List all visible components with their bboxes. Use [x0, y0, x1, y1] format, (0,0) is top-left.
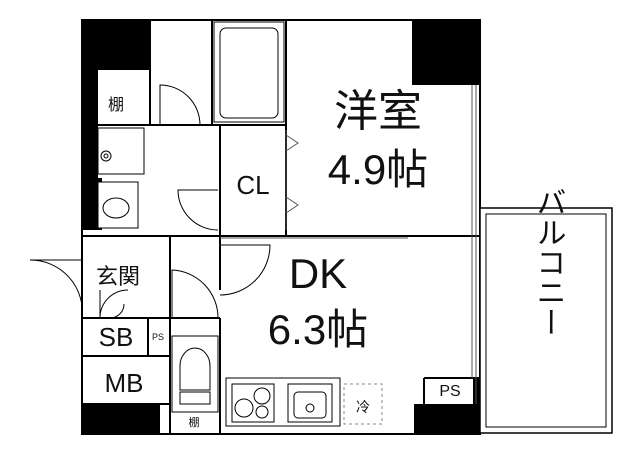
closet-fold-door-2 — [285, 196, 299, 214]
door-swings — [29, 84, 271, 319]
washer-drain-inner — [103, 153, 109, 159]
door-dk — [219, 244, 271, 296]
closet-label: CL — [236, 170, 269, 200]
wall-column-top-right — [412, 20, 480, 85]
wall-left-shower-area — [82, 178, 102, 230]
door-entrance-inner-2 — [109, 303, 125, 319]
bathtub-inner — [219, 27, 279, 119]
door-washroom — [177, 189, 219, 231]
toilet-bowl — [179, 347, 211, 391]
balcony — [479, 207, 613, 434]
balcony-inner — [485, 213, 607, 428]
western-room-name: 洋室 — [334, 87, 422, 136]
washer-pan — [97, 127, 145, 175]
door-entrance — [29, 259, 83, 319]
dk-name: DK — [289, 250, 347, 297]
entrance-label: 玄関 — [96, 264, 140, 289]
labels: 洋室 4.9帖 DK 6.3帖 CL 棚 玄関 SB PS MB 棚 冷 PS … — [96, 87, 565, 429]
dk-size: 6.3帖 — [268, 306, 368, 353]
kitchen-drain — [305, 403, 315, 413]
meter-box-label: MB — [105, 368, 144, 398]
fridge-label: 冷 — [356, 399, 370, 415]
wall-column-top-left — [82, 20, 150, 70]
pipe-space-label: PS — [439, 383, 460, 400]
wall-column-bottom-left — [82, 404, 160, 434]
shelf-top-label: 棚 — [108, 96, 124, 114]
thin-lines — [220, 85, 477, 404]
pipe-space-small-label: PS — [152, 332, 164, 342]
washbasin-bowl — [102, 197, 130, 219]
fridge-space — [343, 383, 383, 425]
toilet-tank — [179, 391, 211, 405]
wall-blocks — [82, 20, 480, 434]
balcony-label: バルコニー — [532, 187, 565, 337]
door-shelf — [159, 84, 201, 126]
door-entrance-inner-1 — [99, 289, 129, 319]
bathtub — [213, 21, 285, 123]
stove-burner-2 — [253, 387, 271, 405]
wall-column-bottom-right — [414, 404, 480, 434]
washbasin — [97, 181, 139, 229]
stove-burner-1 — [234, 398, 254, 418]
shoe-box-label: SB — [99, 322, 134, 352]
western-room-size: 4.9帖 — [328, 146, 428, 193]
door-toilet — [171, 269, 219, 319]
kitchen-counter — [225, 377, 341, 427]
stove-burner-3 — [255, 405, 269, 419]
closet-fold-door-1 — [285, 134, 299, 152]
shelf-toilet-label: 棚 — [189, 415, 200, 429]
toilet — [171, 335, 219, 413]
